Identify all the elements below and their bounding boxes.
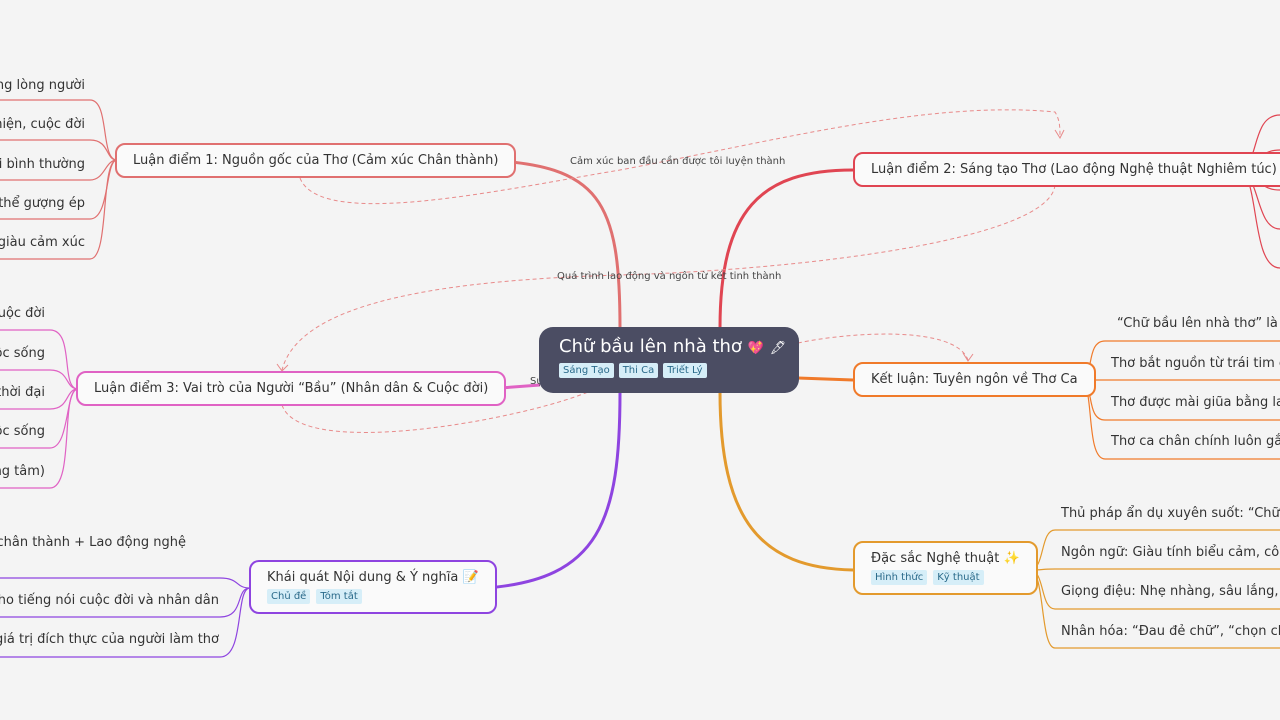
leaf-b1-5[interactable]: , giàu cảm xúc [0,235,85,250]
central-topic[interactable]: Chữ bầu lên nhà thơ 💖 🖋 Sáng Tạo Thi Ca … [539,327,799,393]
leaf-b6-4[interactable]: Nhân hóa: “Đau đẻ chữ”, “chọn ch [1061,624,1280,639]
topic-ket-luan[interactable]: Kết luận: Tuyên ngôn về Thơ Ca [853,362,1096,397]
central-topic-title-row: Chữ bầu lên nhà thơ 💖 🖋 [559,336,786,357]
tag-tom-tat[interactable]: Tóm tắt [316,589,362,604]
topic-dac-sac-tags: Hình thức Kỹ thuật [871,570,1020,585]
topic-dac-sac-label: Đặc sắc Nghệ thuật [871,551,1000,566]
branch3-leaf-lines [0,329,79,489]
topic-luan-diem-2[interactable]: Luận điểm 2: Sáng tạo Thơ (Lao động Nghệ… [853,152,1280,187]
leaf-b3-1[interactable]: uộc đời [0,306,45,321]
pen-icon: 🖋 [769,341,787,356]
topic-luan-diem-3-label: Luận điểm 3: Vai trò của Người “Bầu” (Nh… [94,381,489,396]
heart-icon: 💖 [747,341,764,356]
leaf-b4-3[interactable]: nh giá trị đích thực của người làm thơ [0,632,219,647]
central-topic-title: Chữ bầu lên nhà thơ [559,336,742,357]
tag-sang-tao[interactable]: Sáng Tạo [559,363,614,378]
branch1-leaf-lines [0,99,118,260]
branch-line-2 [718,168,854,329]
leaf-b3-4[interactable]: ộc sống [0,424,45,439]
memo-icon: 📝 [462,570,479,585]
tag-chu-de[interactable]: Chủ đề [267,589,311,604]
branch-line-6 [718,391,854,572]
leaf-b3-2[interactable]: ộc sống [0,346,45,361]
leaf-b6-3[interactable]: Giọng điệu: Nhẹ nhàng, sâu lắng, triế [1061,584,1280,599]
leaf-b4-2[interactable]: n cho tiếng nói cuộc đời và nhân dân [0,593,219,608]
topic-khai-quat-label: Khái quát Nội dung & Ý nghĩa [267,570,459,585]
branch4-leaf-lines [0,577,251,658]
relation-label-1[interactable]: Cảm xúc ban đầu cần được tôi luyện thành [570,156,786,167]
topic-khai-quat[interactable]: Khái quát Nội dung & Ý nghĩa 📝 Chủ đề Tó… [249,560,497,614]
topic-luan-diem-2-label: Luận điểm 2: Sáng tạo Thơ (Lao động Nghệ… [871,162,1277,177]
leaf-b1-3[interactable]: ái bình thường [0,157,85,172]
leaf-b1-4[interactable]: g thể gượng ép [0,196,85,211]
relation-lines [281,109,1061,433]
leaf-b5-2[interactable]: Thơ bắt nguồn từ trái tim chá [1111,356,1280,371]
topic-luan-diem-3[interactable]: Luận điểm 3: Vai trò của Người “Bầu” (Nh… [76,371,507,406]
leaf-b5-4[interactable]: Thơ ca chân chính luôn gắn k [1111,434,1280,449]
topic-khai-quat-tags: Chủ đề Tóm tắt [267,589,479,604]
leaf-b4-1[interactable]: úc chân thành + Lao động nghệ [0,535,186,550]
topic-dac-sac-nghe-thuat[interactable]: Đặc sắc Nghệ thuật ✨ Hình thức Kỹ thuật [853,541,1038,595]
topic-luan-diem-1-label: Luận điểm 1: Nguồn gốc của Thơ (Cảm xúc … [133,153,499,168]
leaf-b6-1[interactable]: Thủ pháp ẩn dụ xuyên suốt: “Chữ bầ [1061,506,1280,521]
relation-label-2[interactable]: Quá trình lao động và ngôn từ kết tinh t… [557,271,782,282]
branch-line-4 [484,391,622,590]
leaf-b6-2[interactable]: Ngôn ngữ: Giàu tính biểu cảm, cô đọn [1061,545,1280,560]
tag-thi-ca[interactable]: Thi Ca [618,363,659,378]
topic-ket-luan-label: Kết luận: Tuyên ngôn về Thơ Ca [871,372,1078,387]
leaf-b3-3[interactable]: thời đại [0,385,45,400]
branch2-leaf-lines [1237,114,1280,269]
leaf-b5-1[interactable]: “Chữ bầu lên nhà thơ” là p [1117,316,1280,331]
relation-label-3[interactable]: Sự [530,376,543,387]
tag-hinh-thuc[interactable]: Hình thức [871,570,928,585]
branch-line-1 [483,158,622,329]
leaf-b3-5[interactable]: ng tâm) [0,464,45,479]
tag-ky-thuat[interactable]: Kỹ thuật [933,570,984,585]
branch-line-5 [797,376,854,382]
leaf-b1-2[interactable]: hiện, cuộc đời [0,117,85,132]
leaf-b5-3[interactable]: Thơ được mài giũa bằng lao đ [1111,395,1280,410]
central-topic-tags: Sáng Tạo Thi Ca Triết Lý [559,363,779,378]
leaf-b1-1[interactable]: ong lòng người [0,78,85,93]
topic-luan-diem-1[interactable]: Luận điểm 1: Nguồn gốc của Thơ (Cảm xúc … [115,143,517,178]
tag-triet-ly[interactable]: Triết Lý [663,363,707,378]
sparkles-icon: ✨ [1003,551,1020,566]
